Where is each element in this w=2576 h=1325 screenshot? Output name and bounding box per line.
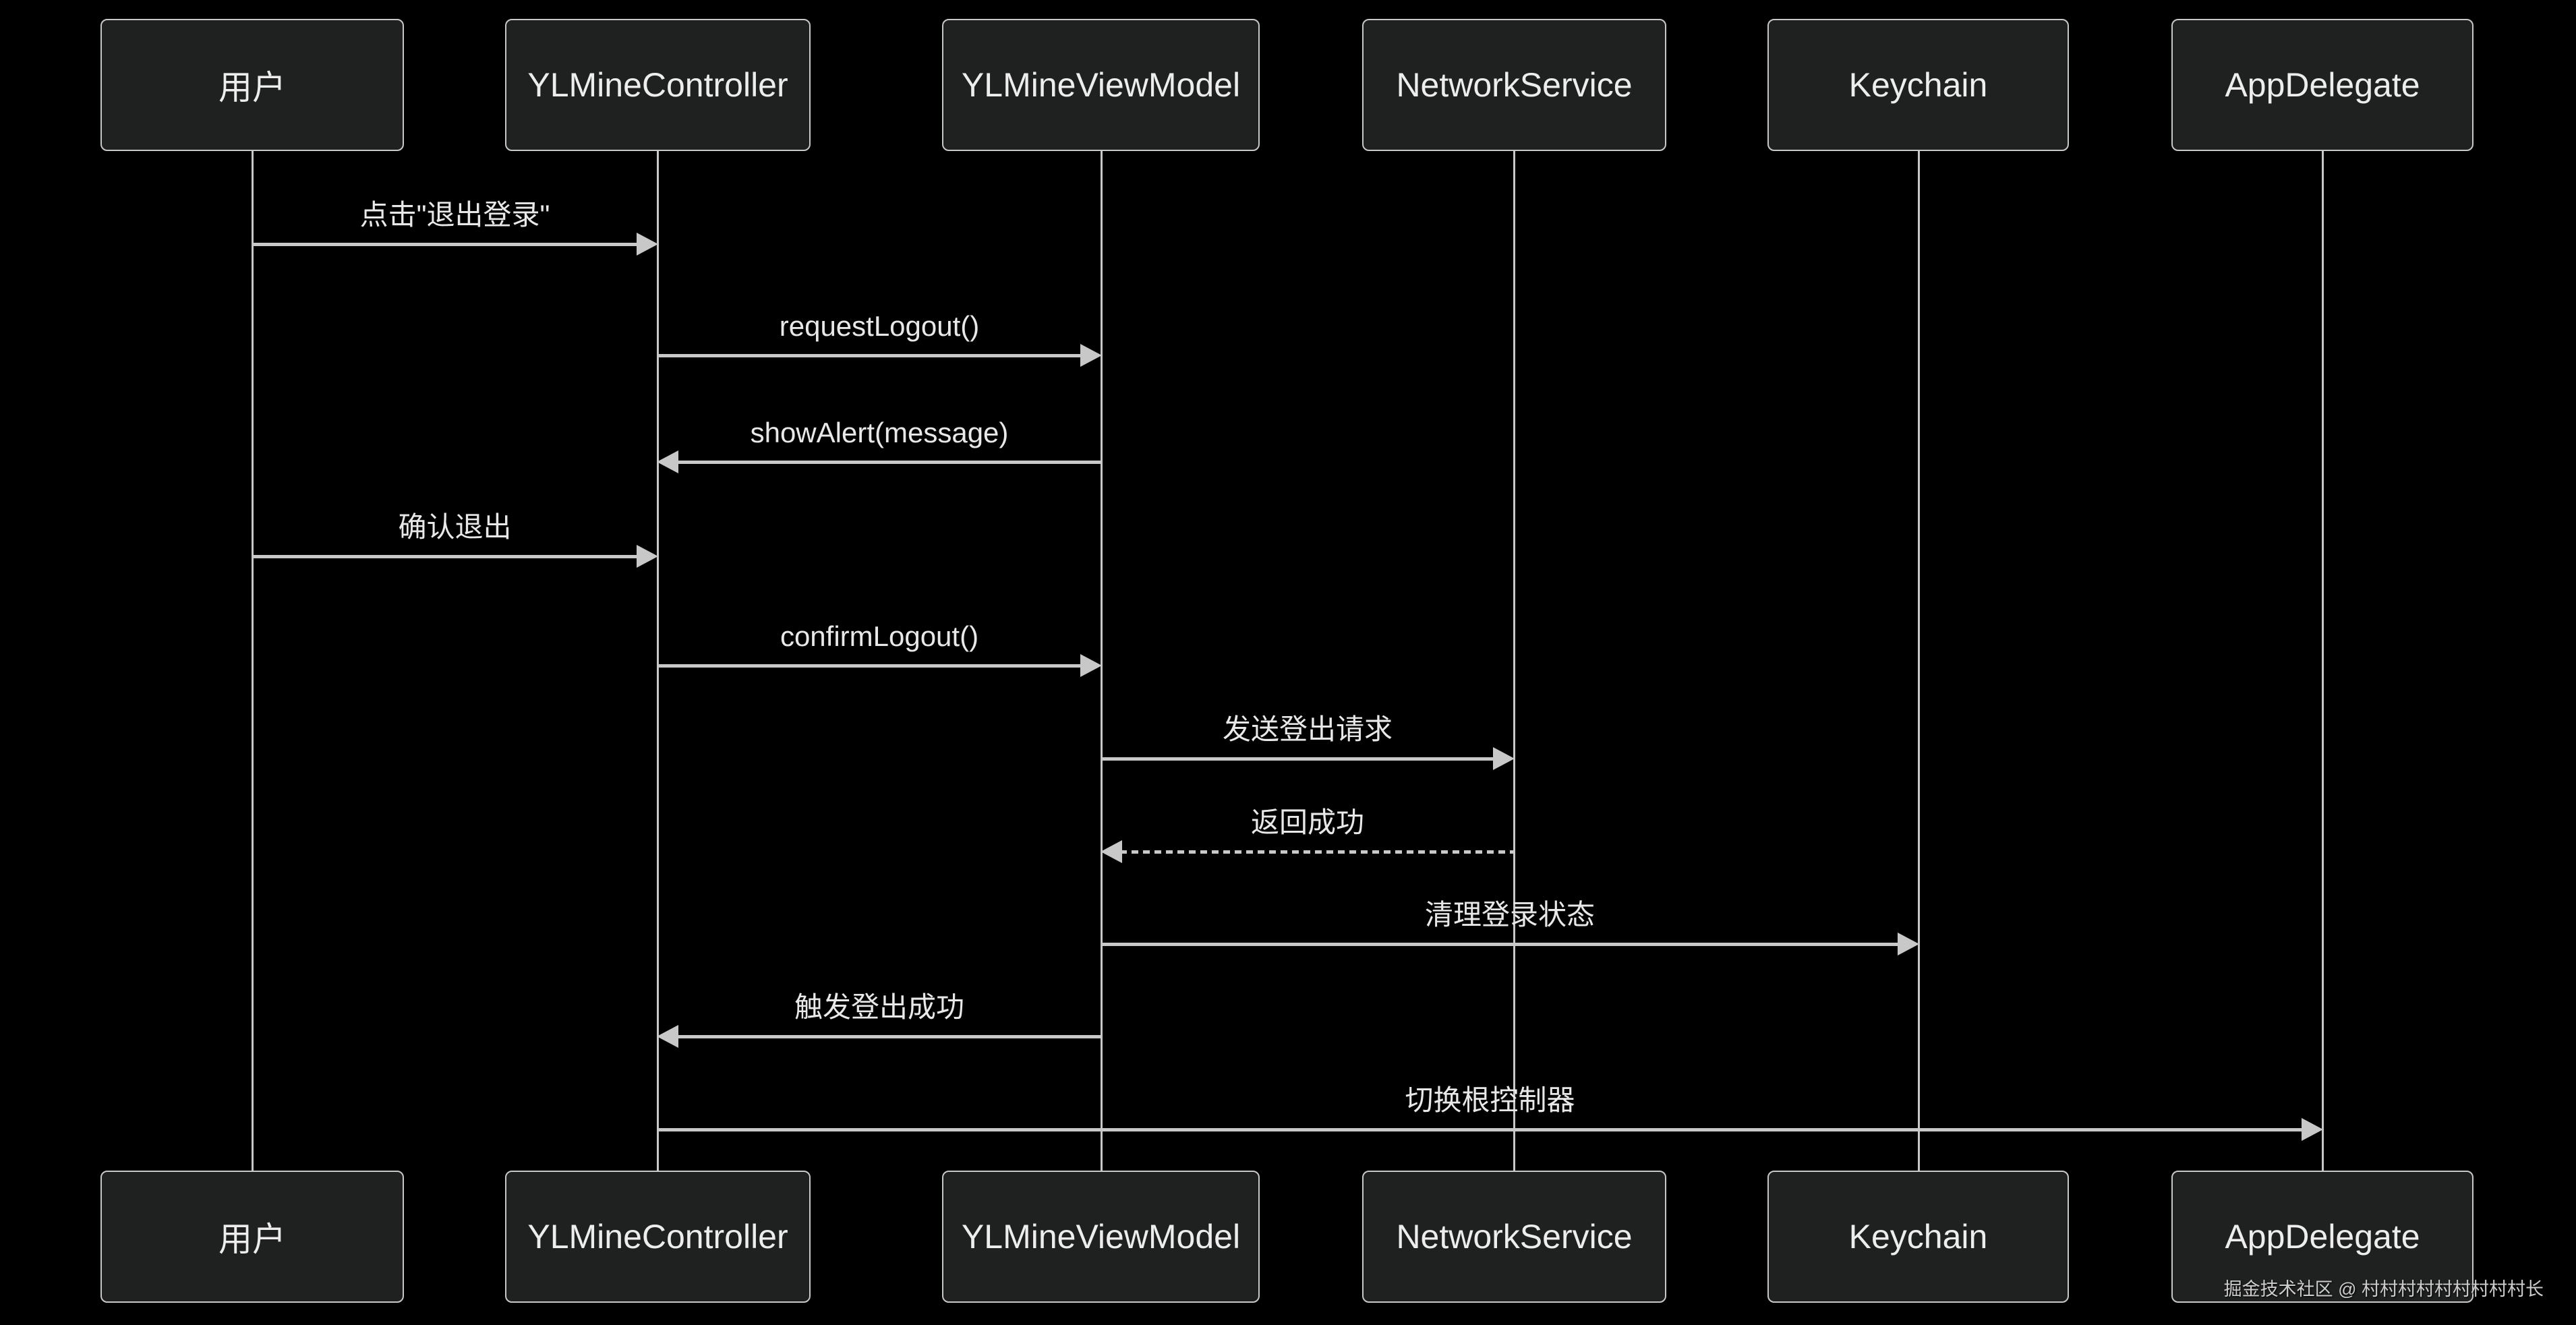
actor-label: AppDelegate (2225, 66, 2420, 104)
actor-label: YLMineController (527, 1218, 788, 1256)
message-line-solid (1101, 943, 1900, 946)
message-2: requestLogout() (657, 310, 1102, 367)
arrowhead-icon (1080, 344, 1102, 367)
message-label: 清理登录状态 (1424, 899, 1595, 931)
message-label: 切换根控制器 (1405, 1084, 1575, 1116)
actor-label: 用户 (218, 1220, 286, 1258)
message-label: confirmLogout() (780, 620, 979, 652)
actor-network-service-top: NetworkService (1362, 19, 1666, 151)
arrowhead-icon (657, 450, 678, 473)
arrowhead-icon (637, 233, 658, 256)
actor-label: AppDelegate (2225, 1218, 2420, 1256)
lifeline-user (251, 151, 254, 1171)
message-10: 切换根控制器 (657, 1084, 2323, 1141)
message-line-solid (1101, 757, 1495, 761)
actor-keychain-top: Keychain (1767, 19, 2069, 151)
message-6: 发送登出请求 (1101, 713, 1515, 770)
arrowhead-icon (1493, 747, 1515, 770)
message-label: showAlert(message) (750, 417, 1009, 448)
arrowhead-icon (657, 1025, 678, 1048)
actor-label: 用户 (218, 69, 286, 107)
arrowhead-icon (1080, 654, 1102, 677)
arrowhead-icon (2302, 1118, 2323, 1141)
lifeline-keychain (1917, 151, 1920, 1171)
message-label: 触发登出成功 (794, 991, 964, 1023)
message-8: 清理登录状态 (1101, 899, 1919, 955)
message-line-solid (252, 555, 639, 558)
message-label: 返回成功 (1250, 806, 1364, 838)
message-label: requestLogout() (779, 310, 980, 342)
message-line-solid (252, 243, 639, 246)
actor-label: YLMineViewModel (961, 66, 1241, 104)
message-label: 点击"退出登录" (359, 199, 550, 231)
message-7: 返回成功 (1101, 806, 1514, 863)
actor-label: YLMineController (527, 66, 788, 104)
lifeline-app-delegate (2321, 151, 2324, 1171)
arrowhead-icon (1101, 840, 1122, 863)
watermark: 掘金技术社区 @ 村村村村村村村村村长 (2223, 1279, 2544, 1299)
actor-label: YLMineViewModel (961, 1218, 1241, 1256)
message-line-dashed (1120, 850, 1514, 854)
actor-app-delegate-bottom: AppDelegate (2171, 1171, 2473, 1303)
actor-label: NetworkService (1396, 1218, 1633, 1256)
lifeline-mine-controller (656, 151, 659, 1171)
message-label: 确认退出 (398, 511, 512, 543)
message-3: showAlert(message) (657, 417, 1101, 473)
message-line-solid (676, 461, 1101, 464)
lifeline-network-service (1513, 151, 1515, 1171)
actor-mine-controller-bottom: YLMineController (505, 1171, 811, 1303)
actor-network-service-bottom: NetworkService (1362, 1171, 1666, 1303)
message-1: 点击"退出登录" (252, 199, 658, 256)
actor-user-bottom: 用户 (100, 1171, 404, 1303)
actor-mine-viewmodel-bottom: YLMineViewModel (942, 1171, 1260, 1303)
message-line-solid (657, 664, 1082, 668)
actor-app-delegate-top: AppDelegate (2171, 19, 2473, 151)
actor-mine-controller-top: YLMineController (505, 19, 811, 151)
message-line-solid (676, 1035, 1101, 1038)
message-label: 发送登出请求 (1222, 713, 1393, 745)
message-5: confirmLogout() (657, 620, 1102, 677)
message-4: 确认退出 (252, 511, 658, 568)
actor-label: NetworkService (1396, 66, 1633, 104)
actor-user-top: 用户 (100, 19, 404, 151)
actor-label: Keychain (1848, 1218, 1988, 1256)
actor-label: Keychain (1848, 66, 1988, 104)
actor-keychain-bottom: Keychain (1767, 1171, 2069, 1303)
actor-mine-viewmodel-top: YLMineViewModel (942, 19, 1260, 151)
message-9: 触发登出成功 (657, 991, 1101, 1048)
message-line-solid (657, 1128, 2304, 1131)
message-line-solid (657, 354, 1082, 357)
arrowhead-icon (637, 545, 658, 568)
arrowhead-icon (1898, 933, 1919, 955)
